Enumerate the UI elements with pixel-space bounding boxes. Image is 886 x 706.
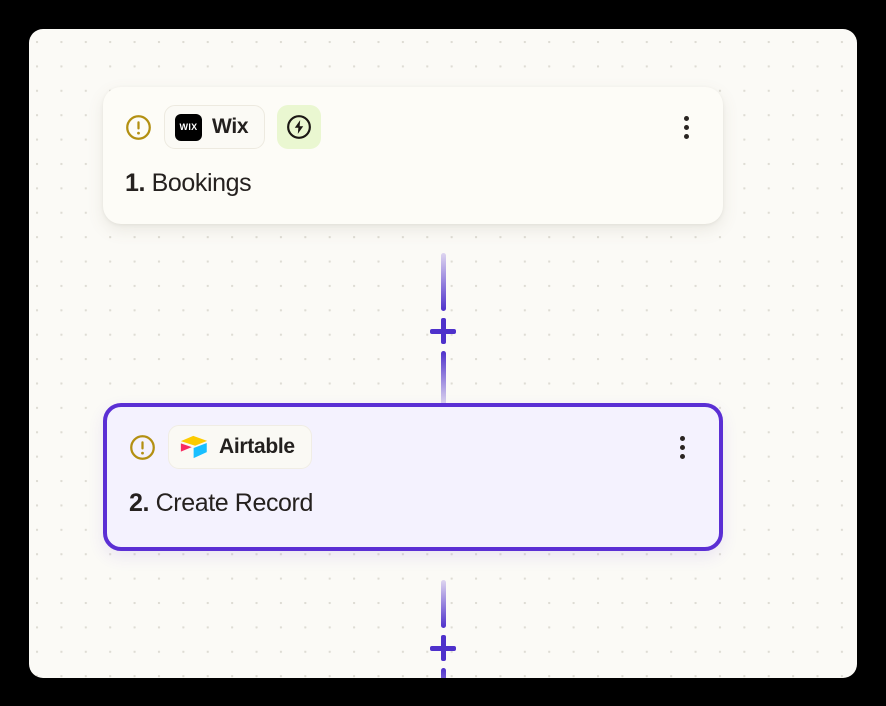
node-1-title: 1. Bookings <box>125 169 701 198</box>
node-1-trigger-badge[interactable] <box>277 105 322 149</box>
connector-line-upper <box>440 580 446 628</box>
kebab-dot <box>679 444 685 450</box>
node-2-app-chip[interactable]: Airtable <box>168 425 312 469</box>
node-2-title-label: Create Record <box>155 489 314 517</box>
connector-line-lower <box>440 351 446 409</box>
node-1-title-label: Bookings <box>151 169 252 197</box>
node-1-app-name: Wix <box>212 115 249 138</box>
node-2-index: 2. <box>129 489 150 517</box>
workflow-canvas[interactable]: WIX Wix 1. Bookings <box>29 29 857 678</box>
node-1-menu-button[interactable] <box>671 110 701 144</box>
warning-circle-icon[interactable] <box>129 434 156 461</box>
node-1-index: 1. <box>125 169 146 197</box>
kebab-dot <box>683 133 689 139</box>
kebab-dot <box>679 453 685 459</box>
kebab-dot <box>683 124 689 130</box>
workflow-node-card-2[interactable]: Airtable 2. Create Record <box>103 403 723 551</box>
node-2-app-name: Airtable <box>219 435 295 458</box>
connector-node2-next <box>29 580 857 678</box>
node-1-header: WIX Wix <box>125 105 701 149</box>
node-1-app-chip[interactable]: WIX Wix <box>164 105 266 149</box>
add-step-button-2[interactable] <box>423 628 463 668</box>
airtable-logo-icon <box>180 435 208 459</box>
node-2-menu-button[interactable] <box>667 430 697 464</box>
add-step-button-1[interactable] <box>423 311 463 351</box>
wix-logo-icon: WIX <box>175 113 202 141</box>
connector-node1-node2 <box>29 253 857 409</box>
node-2-header: Airtable <box>129 425 697 469</box>
workflow-node-card-1[interactable]: WIX Wix 1. Bookings <box>103 87 723 224</box>
kebab-menu-icon <box>679 435 685 441</box>
warning-circle-icon[interactable] <box>125 114 152 141</box>
kebab-menu-icon <box>683 115 689 121</box>
lightning-bolt-icon <box>287 115 312 139</box>
connector-line-lower <box>440 668 446 678</box>
wix-mark-text: WIX <box>179 121 198 132</box>
node-2-title: 2. Create Record <box>129 489 697 518</box>
connector-line-upper <box>440 253 446 311</box>
